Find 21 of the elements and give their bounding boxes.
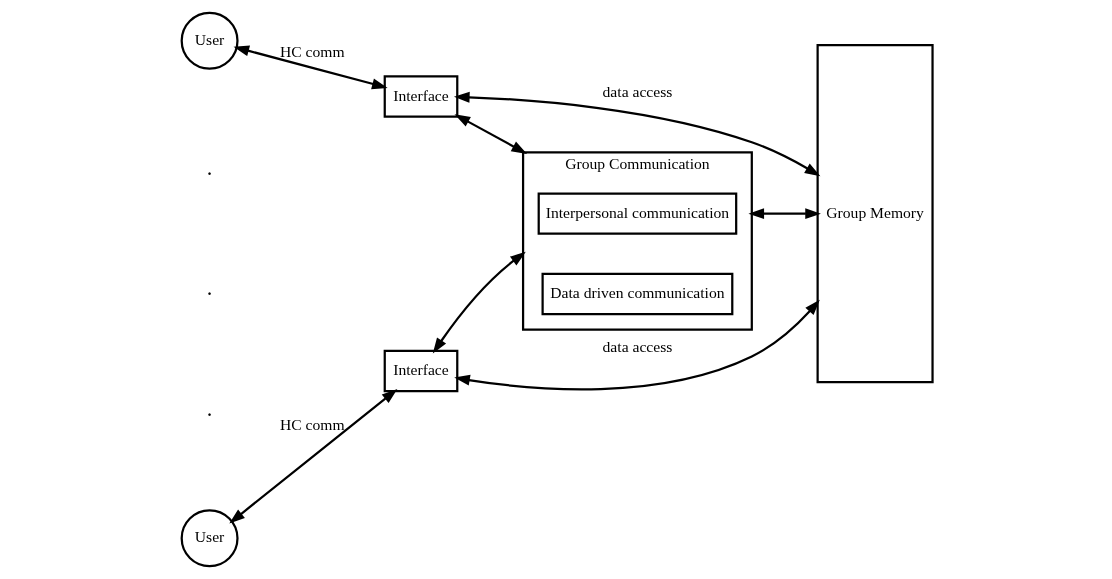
node-box: Interface <box>383 75 459 118</box>
node-box: Group Memory <box>816 44 934 384</box>
node-circle: User <box>180 509 239 568</box>
node-box: Data driven communication <box>541 272 734 316</box>
node-box: Interface <box>383 349 459 393</box>
arrow <box>233 45 388 90</box>
node-box: Interpersonal communication <box>537 192 738 235</box>
node-circle: User <box>180 11 239 70</box>
label: . <box>206 154 213 180</box>
arrow <box>454 114 528 154</box>
arrow <box>229 388 398 524</box>
edge-label: HC comm <box>279 42 345 60</box>
arrow <box>432 251 526 354</box>
edge-label: data access <box>602 82 673 100</box>
arrow <box>453 91 821 177</box>
arrow <box>454 299 820 391</box>
arrow <box>748 208 821 220</box>
label: . <box>206 275 213 301</box>
edge-label: data access <box>602 338 673 356</box>
label: . <box>206 395 213 421</box>
edge-label: HC comm <box>279 416 345 434</box>
